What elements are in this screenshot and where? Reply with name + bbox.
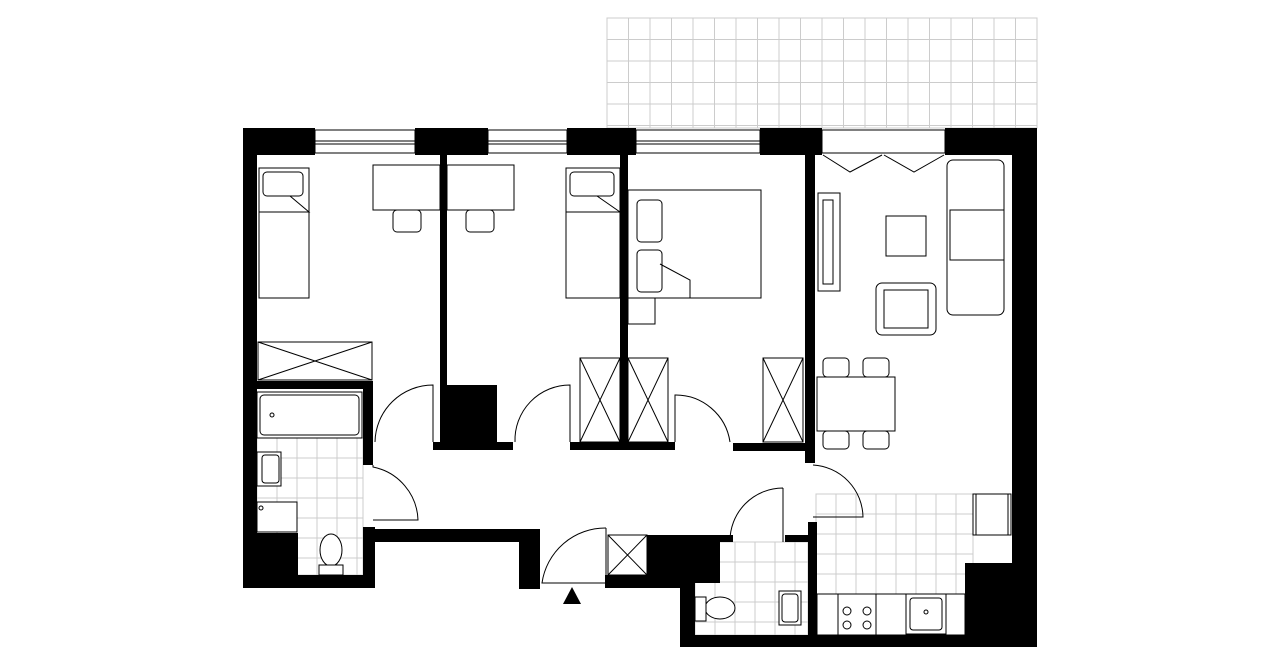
entrance-arrow-icon xyxy=(563,587,581,604)
walls xyxy=(243,128,1037,647)
doors xyxy=(372,384,864,584)
windows xyxy=(314,129,946,173)
furniture xyxy=(256,159,1012,636)
balcony xyxy=(606,17,1038,129)
